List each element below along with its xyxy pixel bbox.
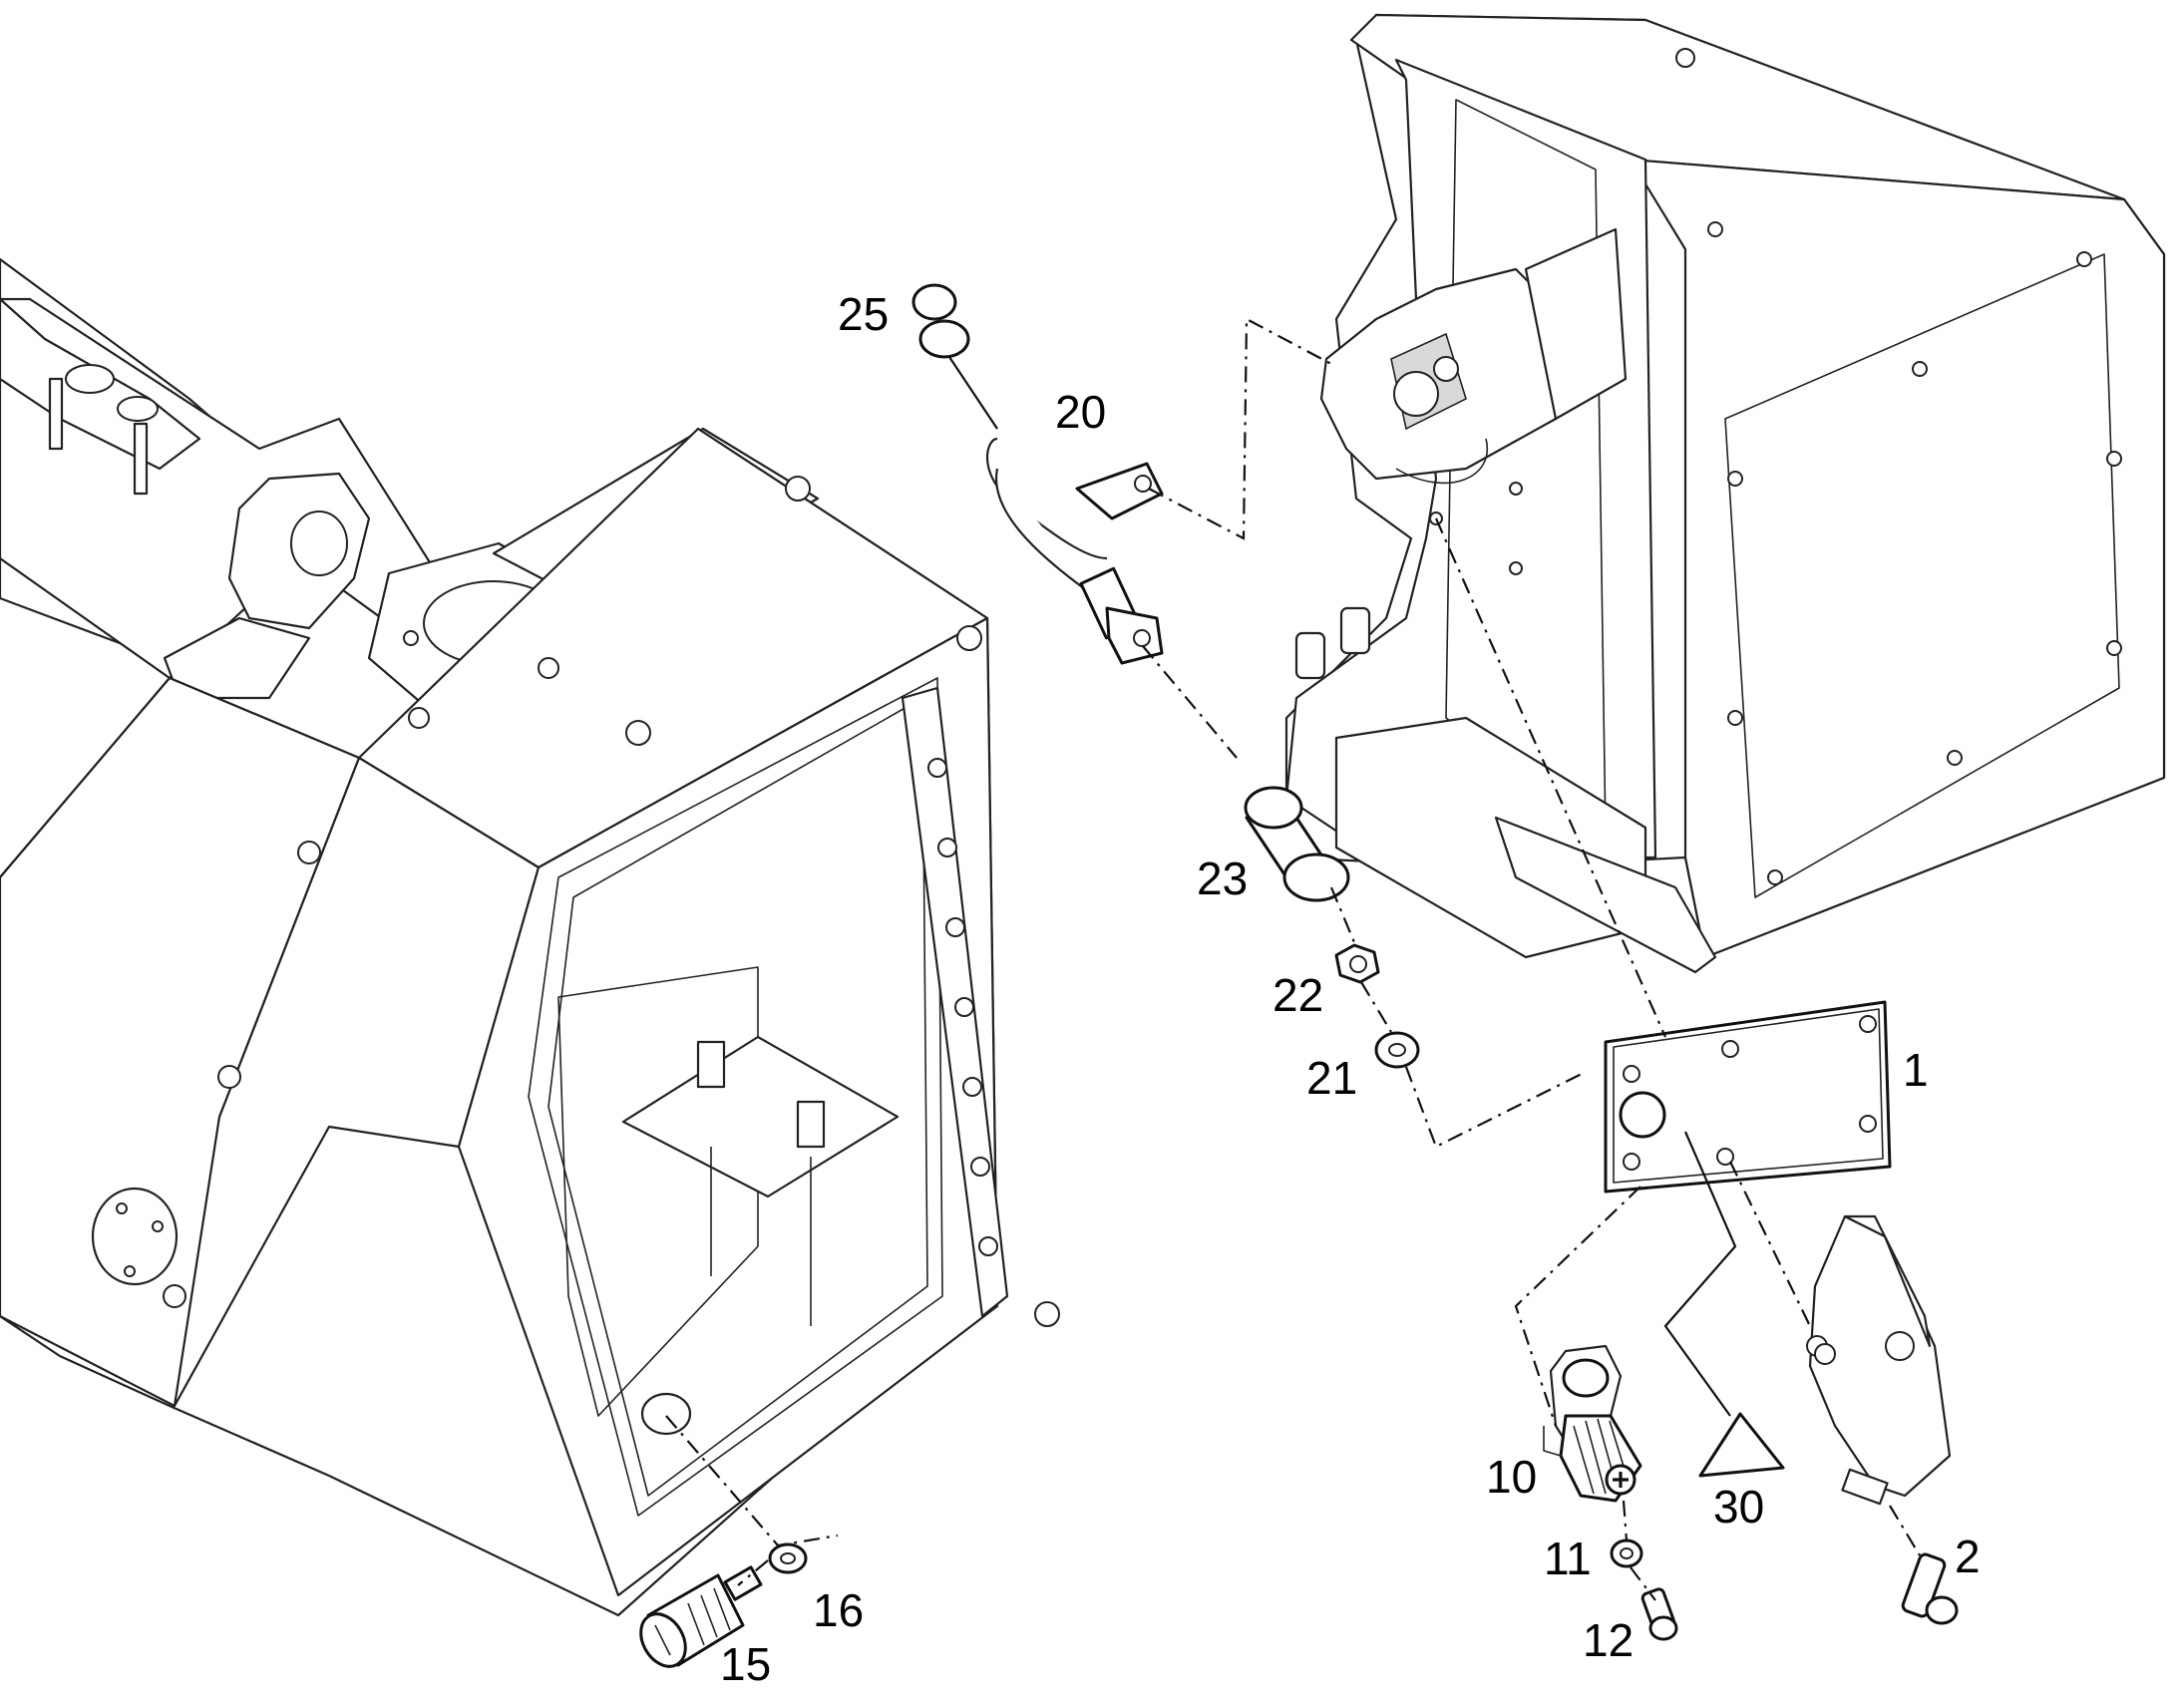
cabinet-rivets	[1429, 48, 2122, 885]
assembly-lines	[665, 317, 1921, 1601]
callout-16: 16	[813, 1584, 865, 1636]
part-16-washer	[768, 1542, 808, 1574]
part-30-marker	[1698, 1412, 1785, 1478]
part-11-washer	[1610, 1538, 1643, 1568]
part-15-fitting	[639, 1565, 763, 1668]
frame-bolts	[163, 476, 1060, 1327]
callout-25: 25	[838, 288, 890, 340]
callout-23: 23	[1197, 853, 1249, 904]
callout-21: 21	[1306, 1052, 1358, 1104]
callout-10: 10	[1486, 1451, 1538, 1503]
callout-22: 22	[1272, 969, 1324, 1021]
callout-2: 2	[1955, 1531, 1981, 1582]
fitting-threads	[687, 1587, 731, 1646]
callout-30: 30	[1713, 1481, 1765, 1533]
part-21-washer	[1374, 1031, 1420, 1069]
callout-12: 12	[1583, 1614, 1635, 1666]
part-2-screw	[1901, 1552, 1959, 1625]
right-cabinet-assembly	[1284, 13, 2166, 974]
part-20-cable	[985, 437, 1164, 665]
part-12-screw	[1640, 1587, 1678, 1641]
connector-ribs	[1573, 1418, 1631, 1495]
part-25-o-rings	[911, 283, 970, 359]
hinge-knuckles	[927, 758, 998, 1256]
left-frame-assembly	[0, 257, 1060, 1617]
callout-1: 1	[1903, 1044, 1929, 1096]
part-10-connector	[1543, 1344, 1642, 1503]
callout-20: 20	[1055, 386, 1107, 438]
part-1-plate	[1604, 1000, 1892, 1194]
part-22-nut	[1334, 943, 1380, 984]
callout-15: 15	[720, 1638, 772, 1690]
callout-11: 11	[1544, 1533, 1592, 1584]
part-2-switch	[1806, 1214, 1952, 1506]
